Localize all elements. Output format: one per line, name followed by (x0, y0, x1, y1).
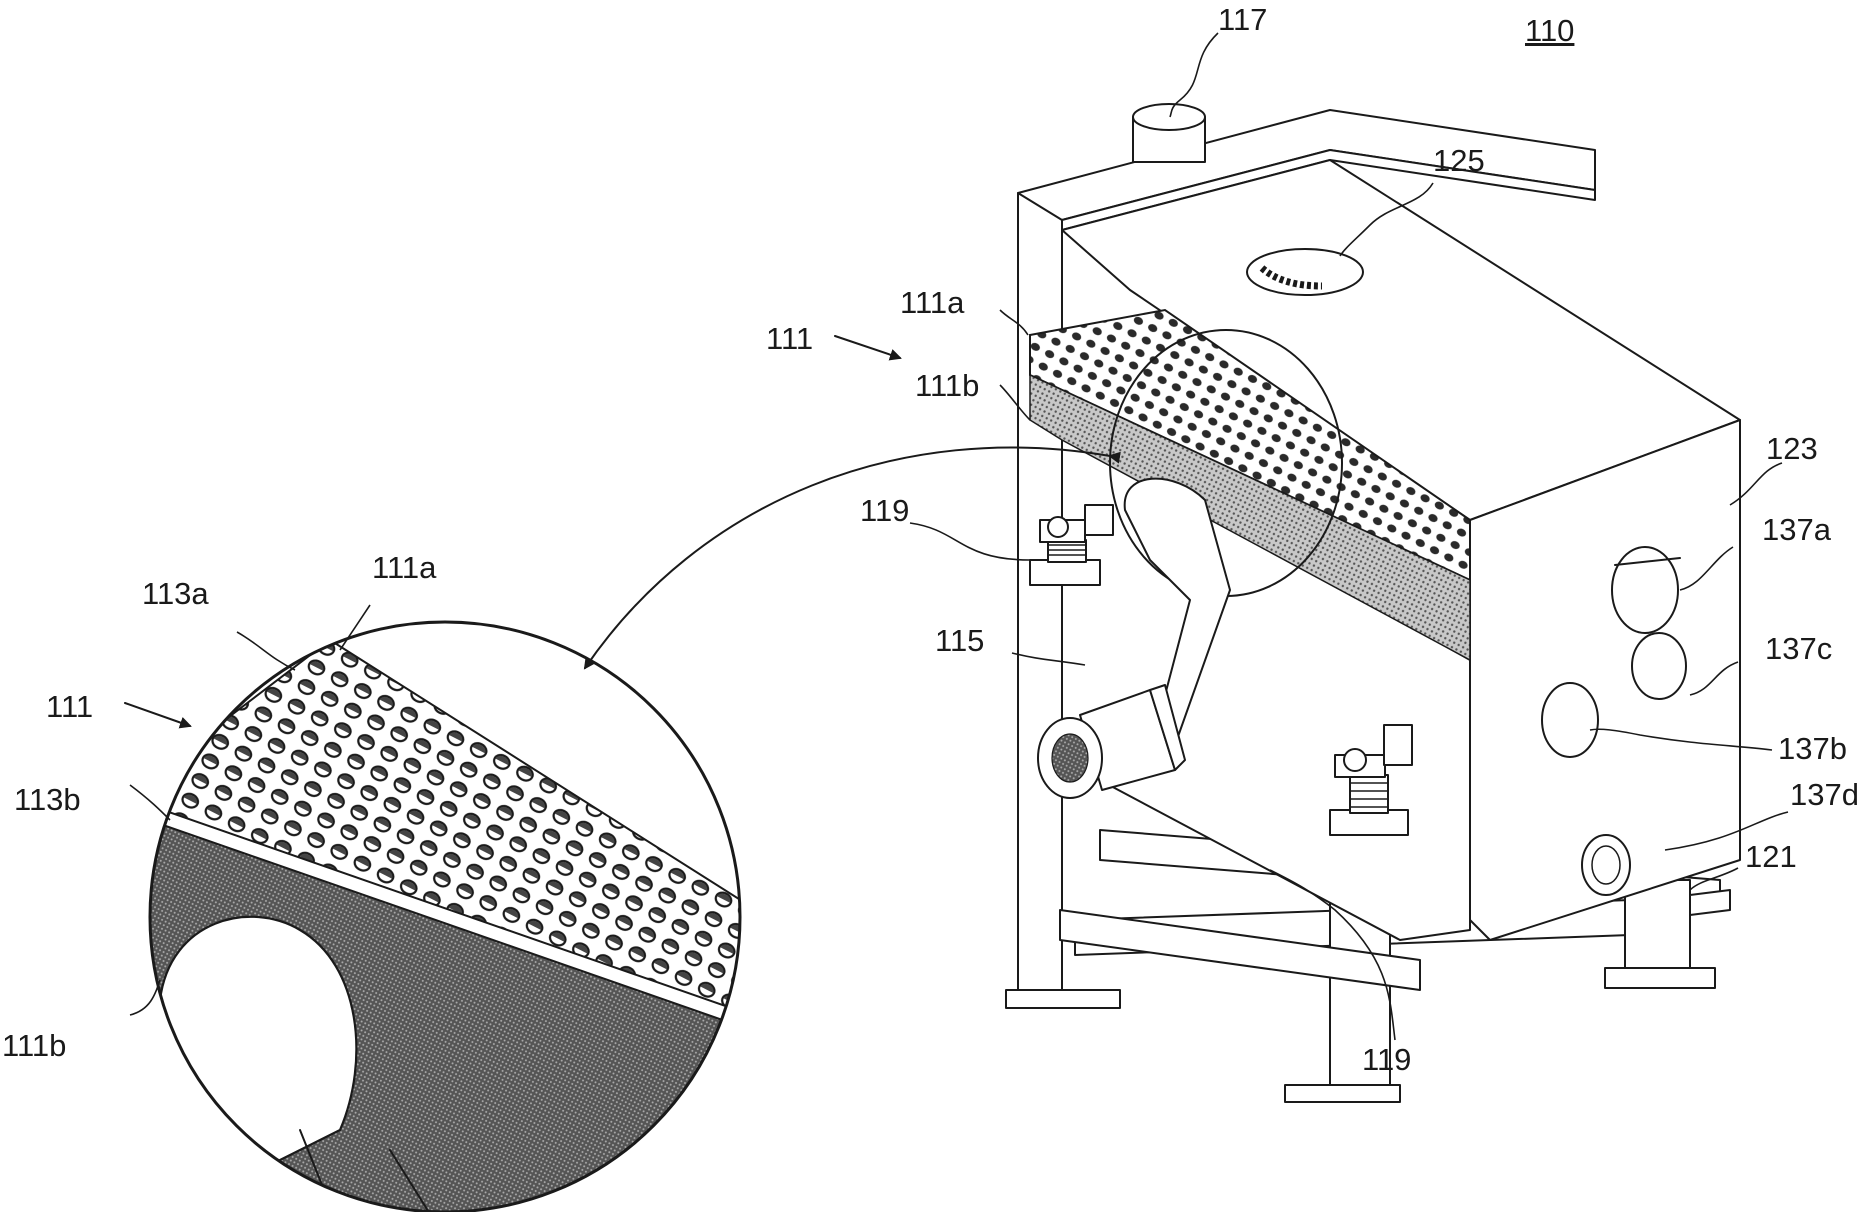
label-111-main: 111 (766, 323, 813, 354)
label-121: 121 (1745, 841, 1797, 872)
label-137d: 137d (1790, 779, 1859, 810)
figure-number: 110 (1525, 15, 1574, 46)
label-137a: 137a (1762, 514, 1831, 545)
label-119-left: 119 (860, 495, 909, 526)
screen-housing (1018, 104, 1740, 940)
label-113a: 113a (142, 578, 209, 609)
label-111-detail: 111 (46, 691, 93, 722)
label-137b: 137b (1778, 733, 1847, 764)
label-119-bottom: 119 (1362, 1044, 1411, 1075)
detail-magnified-view (120, 620, 780, 1212)
label-111a-main: 111a (900, 287, 964, 318)
label-111a-detail: 111a (372, 552, 436, 583)
label-117: 117 (1218, 4, 1267, 35)
label-123: 123 (1766, 433, 1818, 464)
arrow-111-main (835, 336, 900, 358)
arrow-111-detail (125, 703, 190, 726)
label-137c: 137c (1765, 633, 1832, 664)
label-113b: 113b (14, 784, 81, 815)
label-125: 125 (1433, 145, 1485, 176)
label-111b-main: 111b (915, 370, 979, 401)
label-115: 115 (935, 625, 984, 656)
label-111b-detail: 111b (2, 1030, 66, 1061)
